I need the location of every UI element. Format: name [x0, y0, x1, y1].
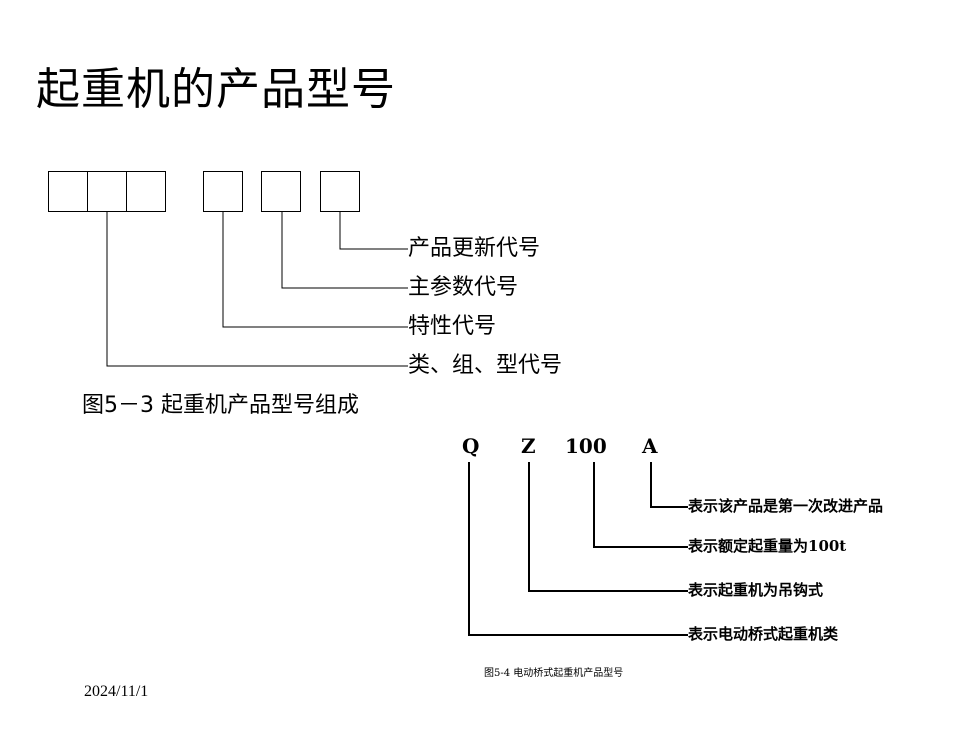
figure2-caption: 图5-4 电动桥式起重机产品型号 — [484, 668, 624, 679]
label-update-code: 产品更新代号 — [408, 236, 541, 261]
code-box-1 — [48, 171, 88, 212]
code-box-5 — [261, 171, 301, 212]
code-box-6 — [320, 171, 360, 212]
label-main-param-code: 主参数代号 — [408, 275, 519, 300]
label-feature-code: 特性代号 — [408, 314, 497, 339]
label-rated-load: 表示额定起重量为100t — [688, 537, 847, 555]
label-type-code: 类、组、型代号 — [408, 353, 563, 378]
code-z: Z — [521, 434, 536, 458]
label-hook-type: 表示起重机为吊钩式 — [688, 581, 824, 599]
code-box-2 — [87, 171, 127, 212]
code-box-3 — [126, 171, 166, 212]
slide-title: 起重机的产品型号 — [36, 64, 396, 115]
code-box-4 — [203, 171, 243, 212]
code-a: A — [642, 434, 658, 458]
code-q: Q — [462, 434, 480, 458]
slide-date: 2024/11/1 — [84, 683, 149, 700]
label-crane-class: 表示电动桥式起重机类 — [688, 625, 839, 643]
label-improved-product: 表示该产品是第一次改进产品 — [688, 497, 884, 515]
figure1-caption: 图5－3 起重机产品型号组成 — [82, 393, 359, 418]
code-100: 100 — [565, 434, 607, 458]
